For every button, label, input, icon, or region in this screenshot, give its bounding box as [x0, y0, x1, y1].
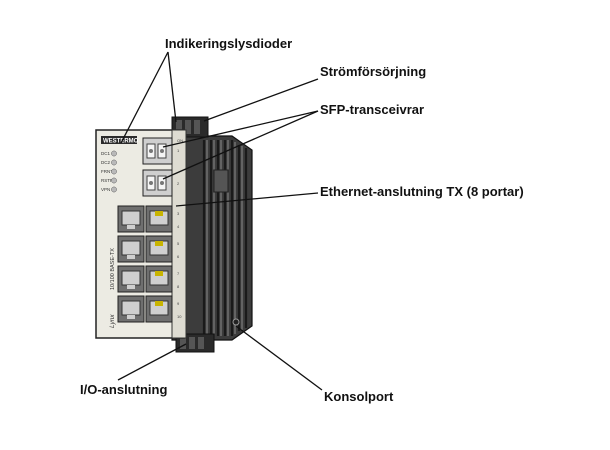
ethernet-port — [145, 205, 173, 233]
led-group: DC1 DC2 FRNT RSTP VPN — [101, 150, 117, 193]
status-label: 1 — [177, 148, 180, 153]
callout-io: I/O-anslutning — [80, 382, 168, 397]
ethernet-port — [145, 295, 173, 323]
led-indicator — [111, 150, 117, 157]
led-indicator — [111, 186, 117, 193]
status-label: 2 — [177, 181, 180, 186]
status-label: 5 — [177, 241, 180, 246]
status-label: 10 — [177, 314, 182, 319]
ethernet-port — [145, 235, 173, 263]
sfp-transceiver-1 — [142, 137, 173, 165]
callout-leds: Indikeringslysdioder — [165, 36, 293, 51]
leader-lines — [117, 51, 323, 391]
status-label: 9 — [177, 301, 180, 306]
ethernet-port — [117, 205, 145, 233]
ethernet-ports — [117, 205, 173, 323]
callout-sfp: SFP-transceivrar — [320, 102, 425, 117]
heatsink-body — [171, 135, 253, 341]
callout-ethernet: Ethernet-anslutning TX (8 portar) — [320, 184, 524, 199]
sfp-transceiver-2 — [142, 169, 173, 197]
brand-logo: WESTERMO — [103, 139, 139, 145]
model-text: 10/100 BASE-TX — [110, 248, 116, 290]
led-label: DC2 — [101, 160, 110, 165]
callout-power: Strömförsörjning — [320, 64, 427, 79]
led-label: FRNT — [101, 169, 113, 174]
ethernet-port — [117, 265, 145, 293]
led-indicator — [111, 177, 117, 184]
port-status-labels: ON 1 2 3 4 5 6 7 8 9 10 — [177, 138, 183, 319]
led-label: RSTP — [101, 178, 113, 183]
status-label: ON — [177, 138, 183, 143]
led-indicator — [111, 168, 117, 175]
ethernet-port — [145, 265, 173, 293]
lynx-logo: Lynx — [109, 314, 116, 328]
ethernet-port — [117, 295, 145, 323]
status-label: 4 — [177, 224, 180, 229]
led-indicator — [111, 159, 117, 166]
status-label: 8 — [177, 284, 180, 289]
status-label: 7 — [177, 271, 180, 276]
status-label: 6 — [177, 254, 180, 259]
callout-console: Konsolport — [324, 389, 394, 404]
status-label: 3 — [177, 211, 180, 216]
led-label: VPN — [101, 187, 110, 192]
led-label: DC1 — [101, 151, 110, 156]
ethernet-port — [117, 235, 145, 263]
